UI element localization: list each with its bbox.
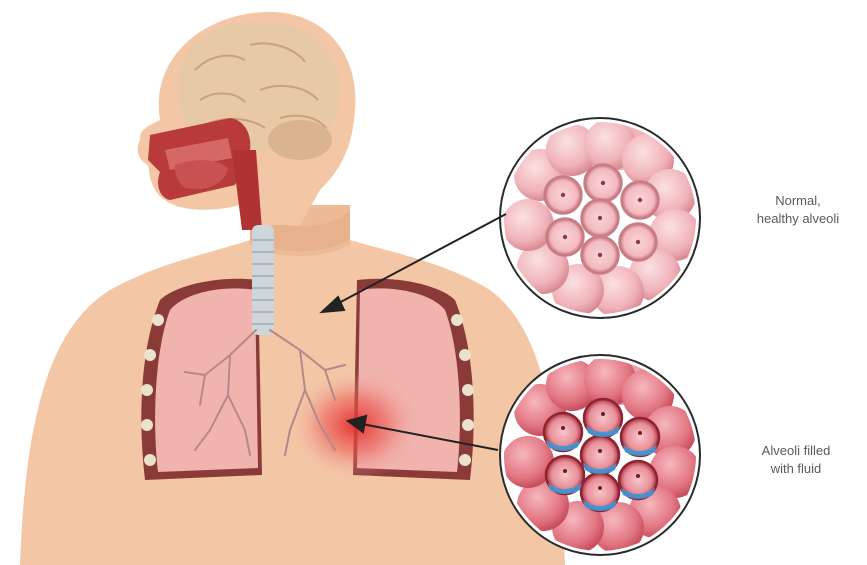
torso xyxy=(20,205,565,565)
head xyxy=(138,12,356,230)
label-normal-line2: healthy alveoli xyxy=(732,210,864,228)
trachea xyxy=(252,225,274,335)
label-normal-line1: Normal, xyxy=(732,192,864,210)
label-normal-alveoli: Normal, healthy alveoli xyxy=(732,192,864,228)
label-fluid-line2: with fluid xyxy=(730,460,862,478)
normal-alveoli-circle xyxy=(500,110,701,318)
label-fluid-line1: Alveoli filled xyxy=(730,442,862,460)
right-lung xyxy=(155,288,258,472)
label-fluid-alveoli: Alveoli filled with fluid xyxy=(730,442,862,478)
